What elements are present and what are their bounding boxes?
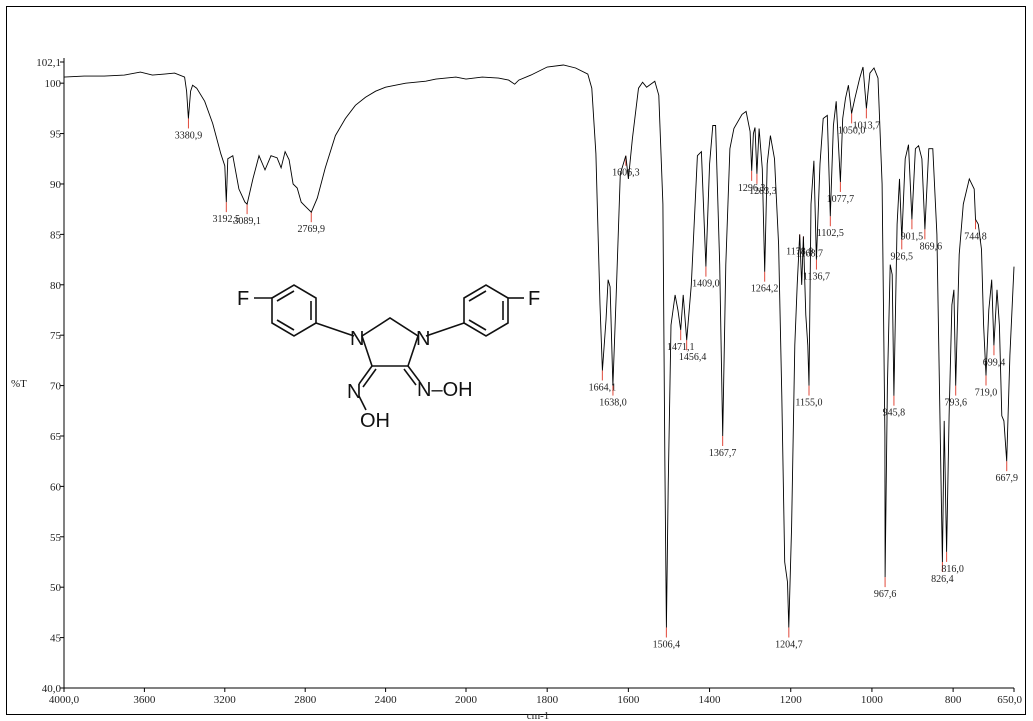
y-tick-label: 45 — [50, 633, 62, 645]
peak-label: 1471,1 — [667, 342, 695, 353]
peak-label: 1638,0 — [599, 398, 627, 409]
peak-label: 1664,1 — [589, 382, 617, 393]
peak-label: 1506,4 — [653, 640, 681, 651]
peak-label: 1136,7 — [803, 272, 830, 283]
fluorine-left-label: F — [237, 288, 249, 310]
peak-label: 967,6 — [874, 589, 897, 600]
peak-label: 2769,9 — [298, 224, 326, 235]
y-tick-label: 40,0 — [42, 683, 62, 695]
y-tick-label: 102,1 — [36, 57, 61, 69]
oxime-left-n-label: N — [347, 381, 361, 403]
peak-label: 826,4 — [931, 574, 954, 585]
y-tick-label: 65 — [50, 431, 62, 443]
y-tick-label: 100 — [45, 78, 62, 90]
x-tick-label: 2400 — [375, 694, 398, 706]
peak-label: 3192,5 — [213, 214, 241, 225]
x-tick-label: 1800 — [536, 694, 559, 706]
peak-label: 926,5 — [891, 251, 914, 262]
x-tick-label: 1000 — [861, 694, 884, 706]
peak-label: 1077,7 — [827, 194, 855, 205]
y-tick-label: 90 — [50, 179, 62, 191]
peak-label: 1456,4 — [679, 352, 707, 363]
peak-label: 3089,1 — [233, 216, 261, 227]
axes-group: 40,0 45 50 55 60 65 70 75 80 85 90 95 100 102,1 4000,0… — [36, 57, 1022, 706]
peak-label: 901,5 — [901, 231, 924, 242]
left-benzene-ring — [271, 284, 317, 337]
peak-label: 816,0 — [941, 564, 964, 575]
x-tick-label: 1200 — [780, 694, 803, 706]
x-tick-label: 2000 — [455, 694, 478, 706]
peak-label: 1050,0 — [838, 125, 866, 136]
peak-label: 699,4 — [983, 357, 1006, 368]
peak-label: 1155,0 — [795, 398, 822, 409]
x-tick-label: 650,0 — [997, 694, 1022, 706]
peak-label: 1367,7 — [709, 448, 737, 459]
fluorine-right-label: F — [528, 288, 540, 310]
x-tick-label: 4000,0 — [49, 694, 80, 706]
nitrogen-1-label: N — [350, 328, 364, 350]
peak-label: 945,8 — [883, 408, 906, 419]
y-tick-label: 75 — [50, 330, 62, 342]
x-tick-label: 1400 — [699, 694, 722, 706]
nitrogen-3-label: N — [416, 328, 430, 350]
y-tick-label: 55 — [50, 532, 62, 544]
x-axis-label: cm-1 — [527, 710, 550, 721]
oxime-right-label: N–OH — [417, 379, 473, 401]
y-tick-label: 85 — [50, 229, 62, 241]
peak-label: 1168,7 — [796, 248, 823, 259]
right-benzene-ring — [463, 284, 509, 337]
x-tick-label: 800 — [945, 694, 962, 706]
peak-label: 3380,9 — [175, 130, 203, 141]
peak-label: 1013,7 — [853, 120, 881, 131]
y-tick-label: 80 — [50, 280, 62, 292]
oxime-left-oh-label: OH — [360, 410, 390, 432]
spectrum-line — [63, 64, 1015, 628]
peak-label: 719,0 — [975, 388, 998, 399]
peak-label: 1204,7 — [775, 640, 803, 651]
y-tick-label: 60 — [50, 481, 62, 493]
peak-label: 1178,0 — [786, 246, 813, 257]
y-tick-label: 70 — [50, 381, 62, 393]
peak-label: 1606,3 — [612, 168, 640, 179]
imidazolidine-ring — [361, 317, 419, 367]
molecule-structure — [254, 284, 524, 411]
y-axis-label: %T — [11, 378, 27, 390]
peak-label: 1296,3 — [738, 183, 766, 194]
chart-frame — [6, 6, 1026, 715]
peak-label: 1264,2 — [751, 284, 779, 295]
peak-label: 1102,5 — [817, 228, 844, 239]
peak-label: 667,9 — [995, 473, 1018, 484]
x-tick-label: 1600 — [617, 694, 640, 706]
peak-label: 744,8 — [964, 231, 987, 242]
y-tick-label: 50 — [50, 582, 62, 594]
peak-label: 1409,0 — [692, 279, 720, 290]
y-tick-label: 95 — [50, 129, 62, 141]
peak-label: 793,6 — [944, 398, 967, 409]
x-tick-label: 2800 — [294, 694, 317, 706]
peak-label: 869,6 — [920, 241, 943, 252]
x-tick-label: 3200 — [214, 694, 237, 706]
x-tick-label: 3600 — [133, 694, 156, 706]
